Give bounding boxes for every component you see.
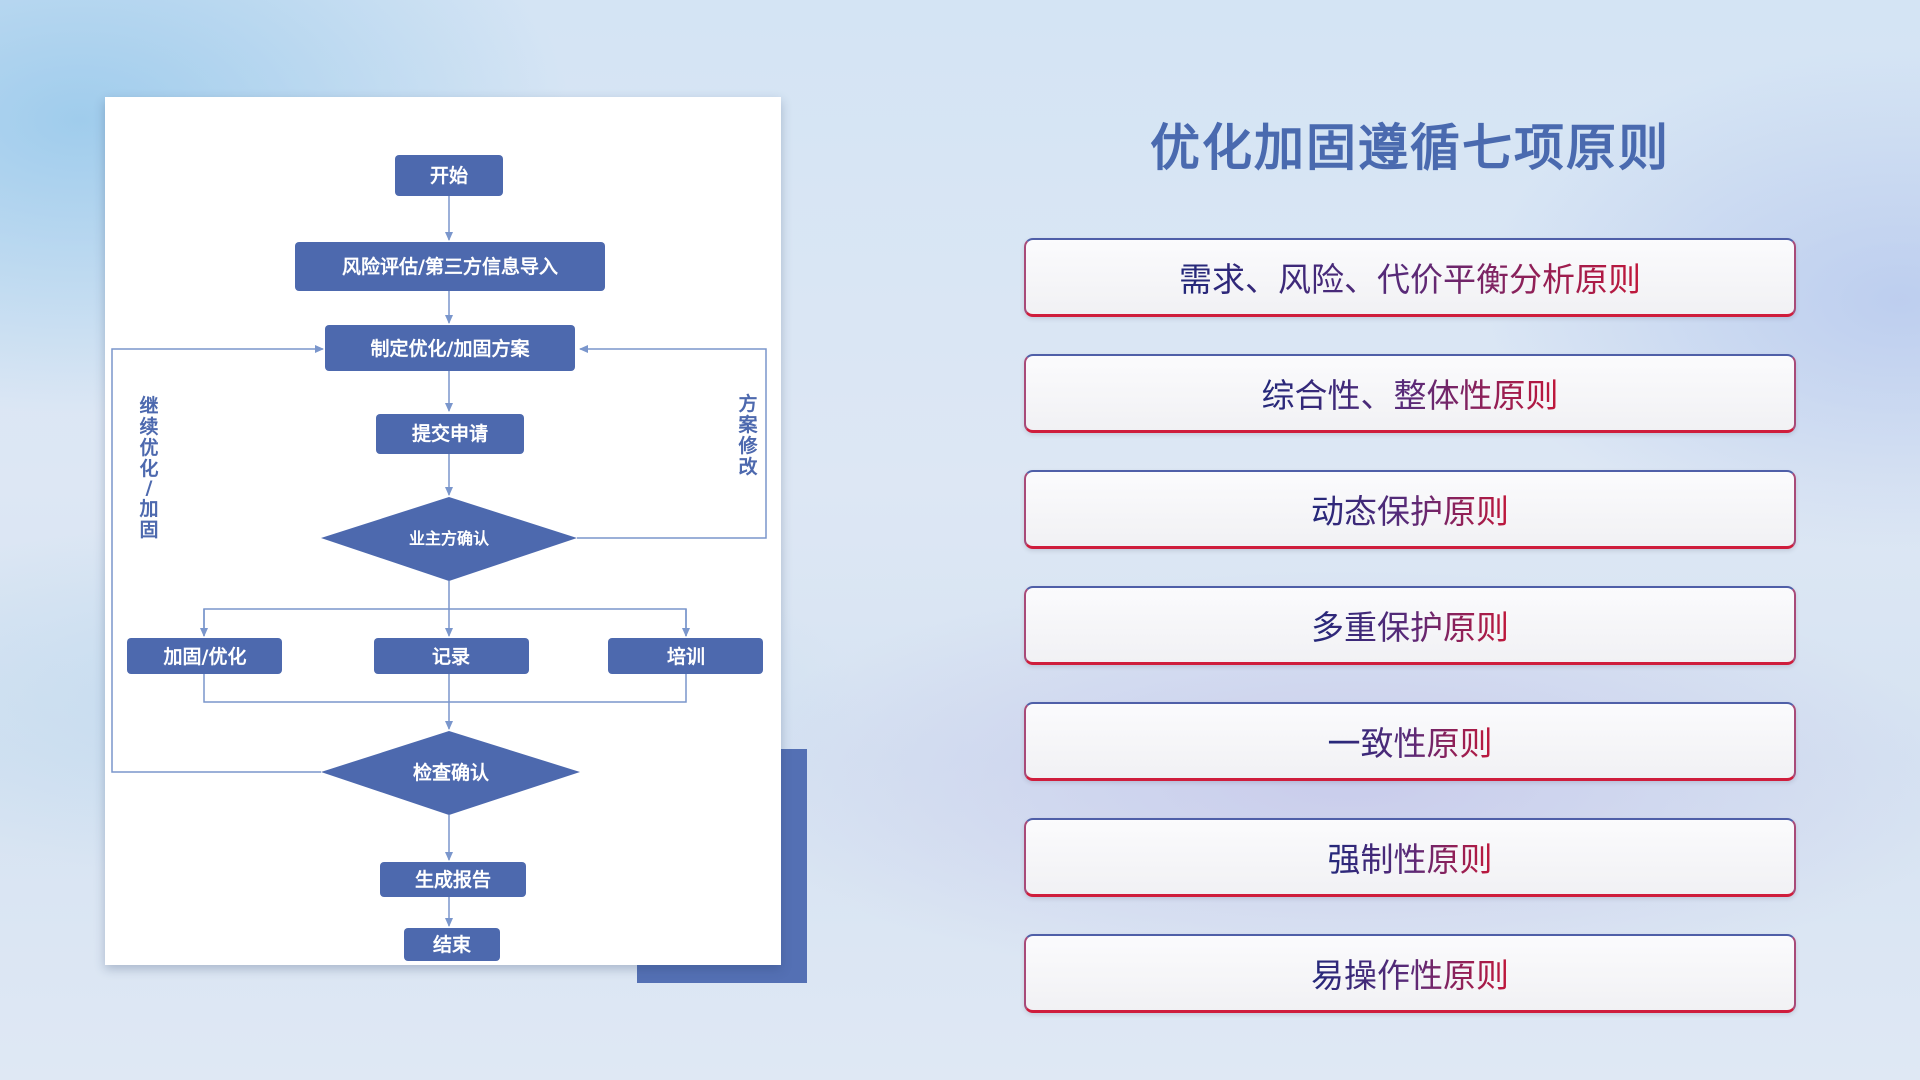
principle-item: 易操作性原则 [1024,934,1796,1013]
principle-item: 一致性原则 [1024,702,1796,781]
flowchart: 开始 风险评估/第三方信息导入 制定优化/加固方案 提交申请 业主方确认 加固/… [111,155,767,961]
svg-text:续: 续 [139,415,158,438]
svg-text:加: 加 [138,498,158,520]
flow-connectors [111,196,767,927]
principle-item: 强制性原则 [1024,818,1796,897]
node-make-plan: 制定优化/加固方案 [325,325,575,371]
loop-label-continue: 继 续 优 化 / 加 固 [138,394,158,541]
svg-text:方: 方 [738,392,757,415]
node-check-confirm: 检查确认 [321,731,580,815]
principle-item: 动态保护原则 [1024,470,1796,549]
svg-text:制定优化/加固方案: 制定优化/加固方案 [371,337,531,360]
principle-label: 易操作性原则 [1311,949,1509,997]
principle-item: 需求、风险、代价平衡分析原则 [1024,238,1796,317]
principle-label: 一致性原则 [1328,717,1493,765]
svg-text:优: 优 [139,436,158,459]
node-reinforce: 加固/优化 [127,638,282,674]
node-record: 记录 [374,638,529,674]
node-start: 开始 [395,155,503,196]
svg-text:风险评估/第三方信息导入: 风险评估/第三方信息导入 [342,255,558,278]
svg-text:生成报告: 生成报告 [415,868,491,891]
node-risk-assessment: 风险评估/第三方信息导入 [295,242,605,291]
svg-text:记录: 记录 [432,646,470,668]
svg-text:改: 改 [738,455,758,478]
node-end: 结束 [404,928,500,961]
svg-text:化: 化 [139,457,158,480]
node-owner-confirm: 业主方确认 [321,497,577,581]
principle-label: 多重保护原则 [1311,601,1509,649]
principles-list: 需求、风险、代价平衡分析原则 综合性、整体性原则 动态保护原则 多重保护原则 一… [1024,238,1796,1050]
svg-text:继: 继 [139,394,158,417]
principle-label: 强制性原则 [1328,833,1493,881]
loop-label-plan-revise: 方 案 修 改 [737,392,758,478]
svg-text:培训: 培训 [667,645,705,668]
principle-label: 综合性、整体性原则 [1262,369,1559,417]
svg-text:加固/优化: 加固/优化 [163,645,247,668]
svg-text:结束: 结束 [433,933,472,956]
svg-text:检查确认: 检查确认 [413,761,489,784]
svg-text:业主方确认: 业主方确认 [409,529,490,548]
svg-text:案: 案 [737,413,758,436]
svg-text:修: 修 [737,434,758,457]
page-title: 优化加固遵循七项原则 [1150,119,1670,177]
svg-text:开始: 开始 [430,164,468,187]
principle-label: 动态保护原则 [1311,485,1509,533]
node-submit: 提交申请 [376,414,524,454]
principle-label: 需求、风险、代价平衡分析原则 [1179,253,1641,301]
svg-text:/: / [146,477,153,499]
svg-text:提交申请: 提交申请 [412,422,488,445]
principle-item: 多重保护原则 [1024,586,1796,665]
svg-text:固: 固 [139,519,158,541]
principle-item: 综合性、整体性原则 [1024,354,1796,433]
node-training: 培训 [608,638,763,674]
node-generate-report: 生成报告 [380,862,526,897]
flowchart-panel: 开始 风险评估/第三方信息导入 制定优化/加固方案 提交申请 业主方确认 加固/… [105,97,781,965]
